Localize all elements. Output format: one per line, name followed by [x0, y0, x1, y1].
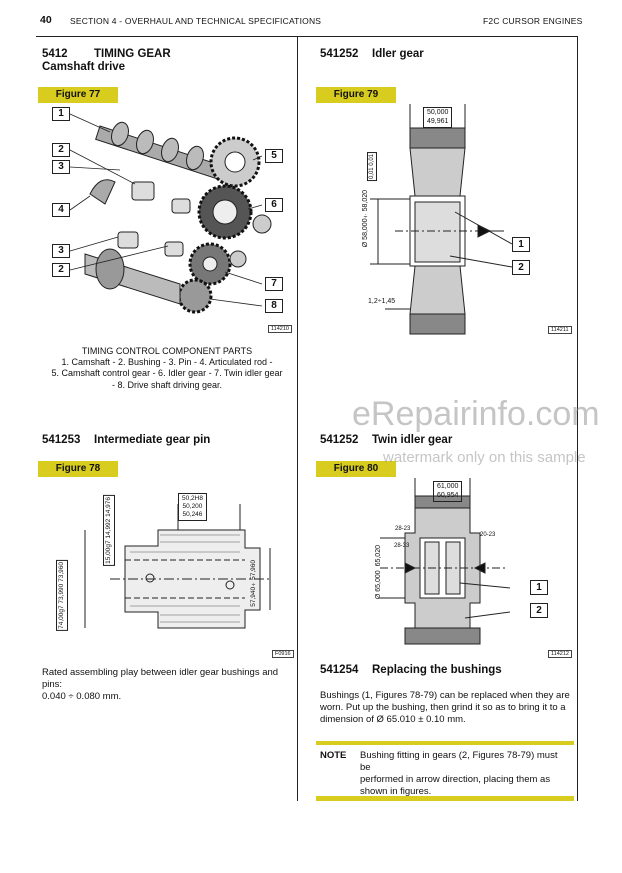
- callout-8: 8: [265, 299, 283, 313]
- watermark-main: eRepairinfo.com: [352, 395, 600, 433]
- dim-57-94: 57,940÷57,960: [250, 560, 257, 607]
- figure-80-code: 114212: [548, 650, 572, 658]
- fig80-callout-1: 1: [530, 580, 548, 595]
- figure-79-code: 114211: [548, 326, 572, 334]
- dim-74-g7: 74,00g7 73,990 73,960: [56, 560, 68, 631]
- figure-77-code: 114210: [268, 325, 292, 333]
- section-header: SECTION 4 - OVERHAUL AND TECHNICAL SPECI…: [70, 16, 322, 26]
- dim-15-g7: 15,00g7 14,992 14,976: [103, 495, 115, 566]
- fig80-callout-2: 2: [530, 603, 548, 618]
- fig79-callout-1: 1: [512, 237, 530, 252]
- right-border: [577, 36, 578, 801]
- replace-bushings-text: Bushings (1, Figures 78-79) can be repla…: [320, 690, 570, 725]
- camshaft-drive-title: Camshaft drive: [42, 61, 126, 73]
- dim-28-33: 28-33: [394, 543, 410, 549]
- note-bottom-bar: [316, 796, 574, 801]
- engine-header: F2C CURSOR ENGINES: [483, 16, 583, 26]
- dim-65-000: Ø 65,000 65,020: [375, 545, 382, 600]
- watermark-sub: watermark only on this sample: [383, 449, 586, 466]
- header-rule: [36, 36, 578, 37]
- callout-6: 6: [265, 198, 283, 212]
- figure-78-code: F0916: [272, 650, 294, 658]
- figure-80-label: Figure 80: [316, 461, 396, 477]
- column-divider: [297, 36, 298, 801]
- figure-78-label: Figure 78: [38, 461, 118, 477]
- caption-title: TIMING CONTROL COMPONENT PARTS: [81, 346, 253, 356]
- assembling-play-text: Rated assembling play between idler gear…: [42, 667, 279, 702]
- callout-4: 4: [52, 203, 70, 217]
- figure-77-caption: TIMING CONTROL COMPONENT PARTS 1. Camsha…: [38, 346, 296, 391]
- callout-2: 2: [52, 143, 70, 157]
- caption-line: 5. Camshaft control gear - 6. Idler gear…: [51, 368, 283, 379]
- dim-58-000: Ø 58,000÷58,020: [362, 190, 369, 248]
- caption-line: - 8. Drive shaft driving gear.: [111, 379, 223, 390]
- callout-5: 5: [265, 149, 283, 163]
- figure-80-twin-idler-drawing: [380, 478, 511, 645]
- fig79-callout-2: 2: [512, 260, 530, 275]
- dim-28-23: 28-23: [395, 526, 411, 532]
- dim-20-23: 20-23: [480, 532, 496, 538]
- figure-77-label: Figure 77: [38, 87, 118, 103]
- callout-1: 1: [52, 107, 70, 121]
- note-text: Bushing fitting in gears (2, Figures 78-…: [360, 750, 558, 797]
- note-label: NOTE: [320, 750, 347, 761]
- figure-79-idler-gear-drawing: [370, 104, 513, 335]
- dim-1-2: 1,2÷1,45: [368, 298, 396, 305]
- callout-3: 3: [52, 160, 70, 174]
- callout-3b: 3: [52, 244, 70, 258]
- figure-79-label: Figure 79: [316, 87, 396, 103]
- tolerance-box: 0,01 0,01: [367, 152, 377, 182]
- figure-77-timing-gear-drawing: [69, 113, 272, 314]
- page-number: 40: [40, 14, 52, 26]
- callout-7: 7: [265, 277, 283, 291]
- callout-2b: 2: [52, 263, 70, 277]
- note-top-bar: [316, 741, 574, 745]
- caption-line: 1. Camshaft - 2. Bushing - 3. Pin - 4. A…: [61, 357, 273, 368]
